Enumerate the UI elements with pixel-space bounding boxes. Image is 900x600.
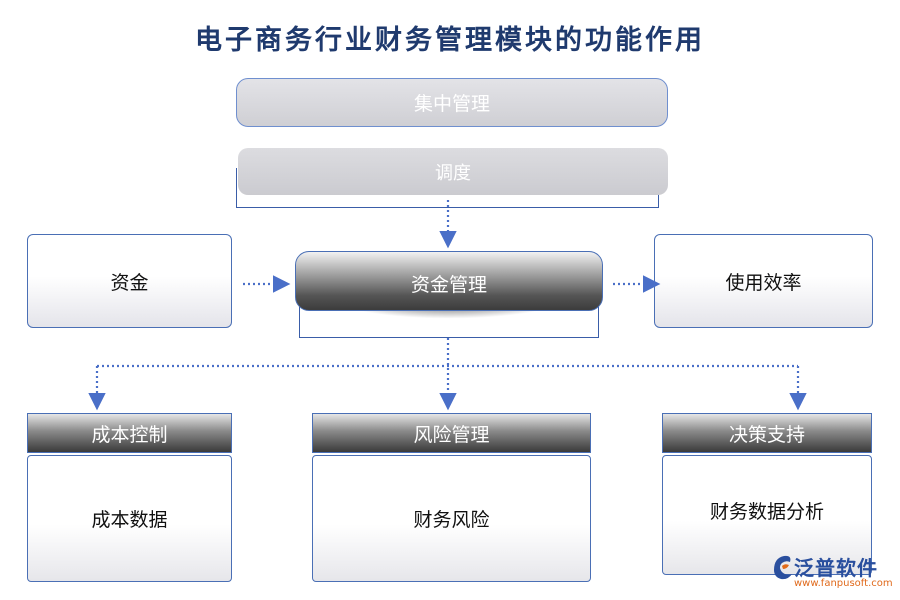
branch-cost-control-title: 成本控制 bbox=[91, 423, 168, 446]
fanpu-logo: 泛普软件 www.fanpusoft.com bbox=[770, 552, 895, 596]
branch-risk-management-text: 财务风险 bbox=[413, 509, 490, 531]
branch-cost-control-text: 成本数据 bbox=[91, 509, 168, 531]
branch-decision-support-title: 决策支持 bbox=[728, 423, 805, 446]
branch-decision-support-text: 财务数据分析 bbox=[709, 500, 824, 523]
branch-decision-support-body: 财务数据分析 bbox=[662, 455, 872, 575]
branch-cost-control-body: 成本数据 bbox=[27, 455, 232, 582]
logo-url: www.fanpusoft.com bbox=[794, 578, 893, 589]
node-fund-management: 资金管理 bbox=[295, 251, 603, 311]
node-usage-efficiency-label: 使用效率 bbox=[725, 271, 802, 294]
diagram-title: 电子商务行业财务管理模块的功能作用 bbox=[195, 25, 705, 56]
branch-cost-control-header: 成本控制 bbox=[27, 413, 232, 453]
node-usage-efficiency: 使用效率 bbox=[654, 234, 873, 328]
logo-swirl-icon bbox=[774, 555, 792, 580]
logo-name: 泛普软件 bbox=[794, 556, 878, 580]
node-scheduling: 调度 bbox=[238, 148, 668, 195]
branch-risk-management-title: 风险管理 bbox=[413, 423, 490, 446]
node-fund-management-label: 资金管理 bbox=[410, 274, 487, 296]
node-funds: 资金 bbox=[27, 234, 232, 328]
branch-decision-support-header: 决策支持 bbox=[662, 413, 872, 453]
node-funds-label: 资金 bbox=[110, 271, 149, 294]
branch-risk-management-body: 财务风险 bbox=[312, 455, 591, 582]
node-centralized-management: 集中管理 bbox=[236, 78, 668, 127]
branch-risk-management-header: 风险管理 bbox=[312, 413, 591, 453]
